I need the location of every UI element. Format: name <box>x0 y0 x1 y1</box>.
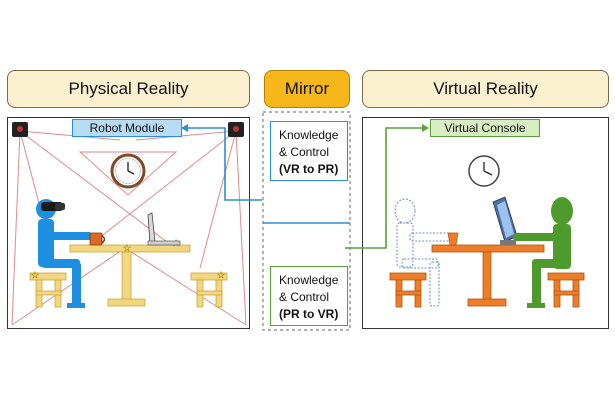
physical-reality-header: Physical Reality <box>7 70 250 108</box>
virtual-stool-right <box>547 272 585 308</box>
kc-pr-line3: (PR to VR) <box>279 307 339 321</box>
robot-module-label: Robot Module <box>72 119 182 137</box>
pr-to-vr-arrow <box>345 124 429 249</box>
camera-icon-left <box>12 122 28 137</box>
svg-text:★: ★ <box>31 271 39 281</box>
kc-pr-line2: & Control <box>279 290 330 304</box>
virtual-console-label: Virtual Console <box>430 119 540 137</box>
virtual-reality-header: Virtual Reality <box>362 70 609 108</box>
kc-vr-line1: Knowledge <box>279 128 339 142</box>
physical-reality-title: Physical Reality <box>68 79 189 98</box>
virtual-reality-title: Virtual Reality <box>433 79 538 98</box>
blue-person <box>36 199 92 308</box>
mirror-column <box>262 111 351 331</box>
physical-stool-left <box>29 272 67 308</box>
mug-icon-virtual <box>447 232 459 246</box>
mirror-title: Mirror <box>284 79 330 98</box>
robot-module-text: Robot Module <box>89 121 165 135</box>
knowledge-control-vr-to-pr: Knowledge & Control (VR to PR) <box>270 121 348 181</box>
kc-vr-line3: (VR to PR) <box>279 162 339 176</box>
camera-icon-right <box>228 122 244 137</box>
wall-clock-icon-virtual <box>468 155 500 187</box>
laptop-icon <box>147 212 181 246</box>
physical-table <box>69 244 191 307</box>
svg-text:★: ★ <box>217 271 225 281</box>
kc-vr-line2: & Control <box>279 145 330 159</box>
knowledge-control-pr-to-vr: Knowledge & Control (PR to VR) <box>270 266 348 326</box>
vr-to-pr-arrow <box>181 124 350 224</box>
ghost-person <box>394 198 451 307</box>
wall-clock-icon-physical <box>110 153 146 189</box>
green-person <box>513 197 573 308</box>
kc-pr-line1: Knowledge <box>279 273 339 287</box>
mug-icon <box>89 232 106 246</box>
svg-text:★: ★ <box>123 244 131 254</box>
virtual-stool-left <box>389 272 427 308</box>
vr-headset-icon <box>41 202 65 211</box>
virtual-console-text: Virtual Console <box>444 121 526 135</box>
physical-stool-right <box>190 272 228 308</box>
virtual-table <box>431 244 545 307</box>
mirror-header: Mirror <box>264 70 350 108</box>
